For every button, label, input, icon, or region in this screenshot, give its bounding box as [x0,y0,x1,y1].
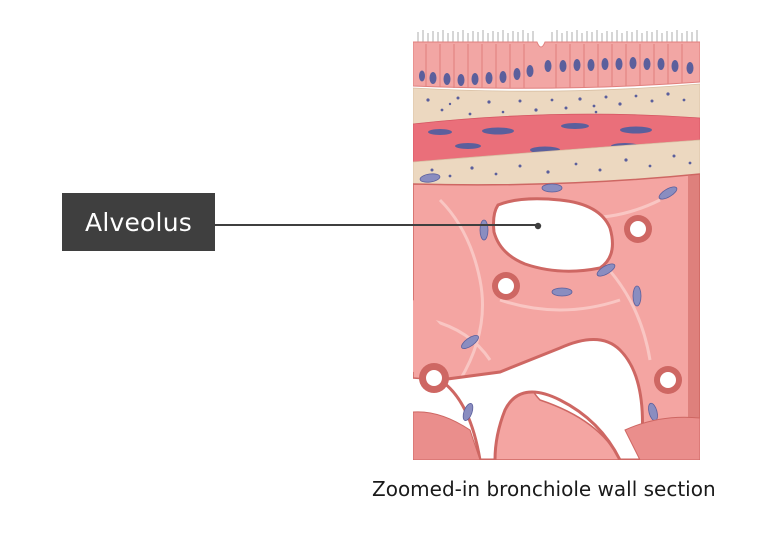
alveolus-lower [435,338,644,460]
cilia [417,30,698,42]
connective-nuclei [426,92,686,120]
capillaries [419,215,682,394]
cut-face [413,411,700,460]
alveolus-label: Alveolus [62,193,215,251]
alveolar-nuclei [419,173,678,422]
epithelium-layer [413,41,700,89]
alveolus-label-text: Alveolus [85,207,192,237]
diagram-caption: Zoomed-in bronchiole wall section [372,477,716,501]
